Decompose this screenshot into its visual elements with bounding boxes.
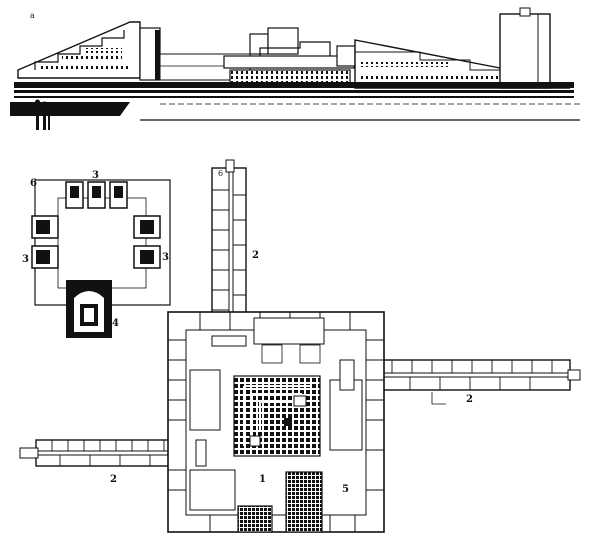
small-plan-drawing: 6 3 3 3 4 (22, 170, 171, 338)
courtyard-grids (233, 375, 323, 533)
main-plan-label-east-wing: 2 (466, 394, 473, 405)
main-plan-label-north-wing: 2 (252, 250, 259, 261)
human-figures (35, 99, 50, 130)
elevation-drawing: a (10, 7, 580, 130)
east-wing (351, 359, 581, 405)
top-units (65, 181, 128, 209)
main-plan-label-courtyard: 1 (259, 474, 266, 485)
left-terrace-building (17, 21, 161, 81)
tall-tower (499, 7, 551, 89)
ground-plinth (10, 82, 580, 121)
small-plan-label-left: 3 (22, 254, 29, 265)
main-plan-label-southeast: 5 (342, 484, 349, 495)
main-plan-drawing: 6 2 2 2 1 5 (19, 159, 581, 533)
wing-connectors (195, 335, 355, 467)
right-units (133, 215, 161, 269)
central-terrace-building (223, 27, 356, 85)
small-plan-label-top: 3 (92, 170, 99, 181)
main-plan-label-tower: 6 (218, 169, 223, 178)
bottom-unit (66, 280, 112, 338)
left-units (31, 215, 59, 269)
north-wing (211, 159, 247, 339)
elevation-label: a (30, 11, 35, 20)
small-plan-label-6: 6 (30, 178, 37, 189)
small-plan-label-bottom: 4 (112, 318, 119, 329)
main-plan-label-west-wing: 2 (110, 474, 117, 485)
small-plan-label-right: 3 (162, 252, 169, 263)
